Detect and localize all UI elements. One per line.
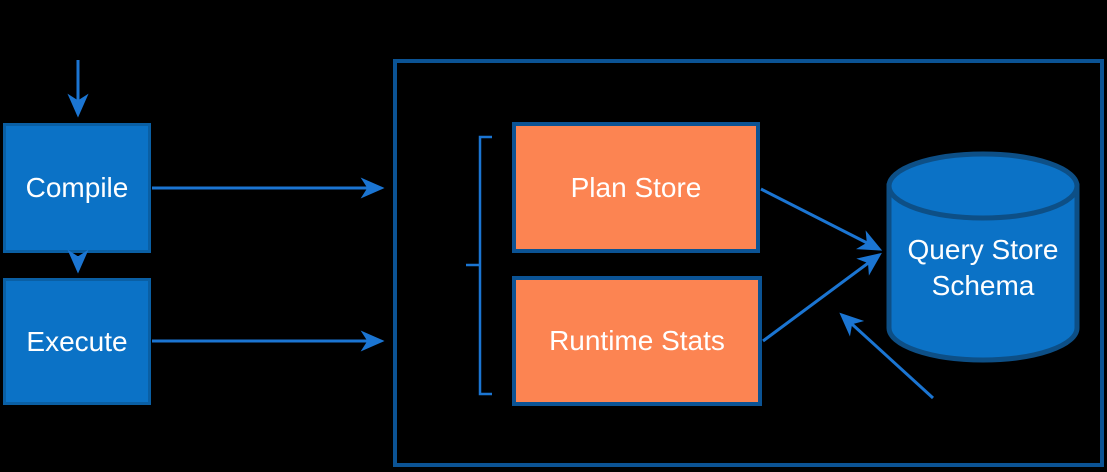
compile-box: Compile xyxy=(3,123,151,253)
plan-store-box: Plan Store xyxy=(512,122,760,253)
query-store-schema-label: Query Store Schema xyxy=(907,234,1059,301)
compile-label: Compile xyxy=(25,172,129,204)
query-store-container-box xyxy=(393,59,1104,467)
execute-label: Execute xyxy=(26,325,128,357)
plan-store-label: Plan Store xyxy=(570,171,702,203)
runtime-stats-box: Runtime Stats xyxy=(512,276,762,406)
runtime-stats-label: Runtime Stats xyxy=(549,325,725,357)
execute-box: Execute xyxy=(3,278,151,405)
